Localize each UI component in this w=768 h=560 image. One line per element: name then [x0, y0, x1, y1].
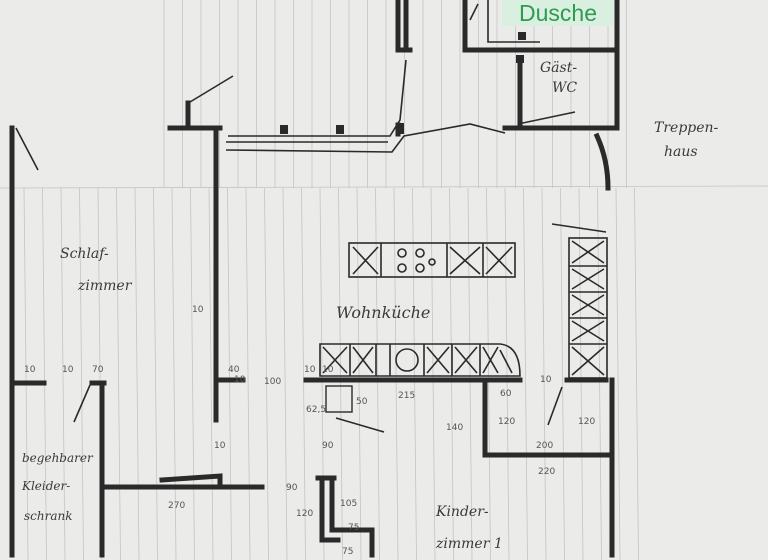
cabinet-outline [568, 237, 608, 379]
door-swing-bath [335, 417, 385, 433]
door-swing-closet [73, 384, 91, 423]
stair-line [551, 223, 607, 233]
island-cell-1 [352, 246, 379, 275]
kitchen-counter [319, 343, 521, 377]
wall-shaft [395, 0, 413, 53]
dimension-label: 60 [500, 389, 512, 399]
dimension-label: 120 [296, 509, 313, 519]
sink-icon [395, 348, 419, 372]
island-cell-3 [449, 246, 481, 275]
dimension-label: 140 [446, 423, 463, 433]
cooktop-icon [397, 248, 436, 273]
dimension-label: 105 [340, 499, 357, 509]
wall-stair [593, 132, 611, 191]
dimension-label: 10 [62, 365, 74, 375]
corridor-line-bottom [225, 123, 506, 153]
room-labels: Gäst-WC Treppen-haus Schlaf-zimmer Wohnk… [21, 60, 719, 552]
wall-bath-step [329, 475, 375, 558]
shower-label: Dusche [502, 0, 614, 26]
wall-wc-left [462, 0, 615, 53]
door-swing-top [189, 75, 234, 103]
door-swing-wc [517, 111, 576, 125]
post-3 [396, 123, 404, 134]
room-label-kitchen: Wohnküche [336, 303, 430, 322]
dimension-label: 10 [24, 365, 36, 375]
dimension-label: 270 [168, 501, 185, 511]
room-label-stairwell: Treppen-haus [654, 120, 719, 160]
dimension-label: 220 [538, 467, 555, 477]
dimension-label: 10 [192, 305, 204, 315]
room-label-bedroom: Schlaf-zimmer [60, 246, 133, 294]
column-box [325, 385, 353, 413]
wall-kids-left [482, 377, 615, 458]
dimension-label: 120 [578, 417, 595, 427]
dimension-label: 10 [304, 365, 316, 375]
dimension-label: 90 [322, 441, 334, 451]
dimension-label: 75 [342, 547, 353, 557]
kitchen-island [348, 242, 516, 278]
room-label-guest-wc: Gäst-WC [540, 60, 577, 96]
dimension-label: 10 [234, 375, 246, 385]
dimension-label: 50 [356, 397, 368, 407]
post-4 [516, 55, 524, 63]
door-swing-kids [547, 386, 563, 426]
sketch-lines [15, 0, 607, 433]
dimension-label: 10 [540, 375, 552, 385]
post-2 [336, 125, 344, 134]
dimension-label: 40 [228, 365, 240, 375]
shower-inner [487, 0, 540, 43]
island-outline [348, 242, 516, 278]
dimension-label: 62,5 [306, 405, 326, 415]
wall-posts [280, 32, 526, 134]
dimension-label: 120 [498, 417, 515, 427]
tall-cabinets [568, 237, 608, 379]
dimension-label: 70 [92, 365, 104, 375]
dimension-label: 215 [398, 391, 415, 401]
dimension-label: 10 [214, 441, 226, 451]
island-cell-4 [485, 246, 513, 275]
corridor-line-top [228, 59, 407, 137]
walls [9, 0, 620, 558]
dimension-label: 100 [264, 377, 281, 387]
wall-bath-left [319, 475, 341, 543]
dimension-label: 75 [348, 523, 359, 533]
dimension-label: 90 [286, 483, 298, 493]
door-swing-left [15, 127, 39, 171]
wall-closet-door [159, 473, 223, 490]
room-label-kids-room: Kinder-zimmer 1 [435, 504, 503, 552]
dimension-label: 200 [536, 441, 553, 451]
shower-angle [469, 3, 479, 21]
post-5 [518, 32, 526, 40]
dimension-label: 10 [322, 365, 334, 375]
post-1 [280, 125, 288, 134]
counter-outline [319, 343, 521, 377]
